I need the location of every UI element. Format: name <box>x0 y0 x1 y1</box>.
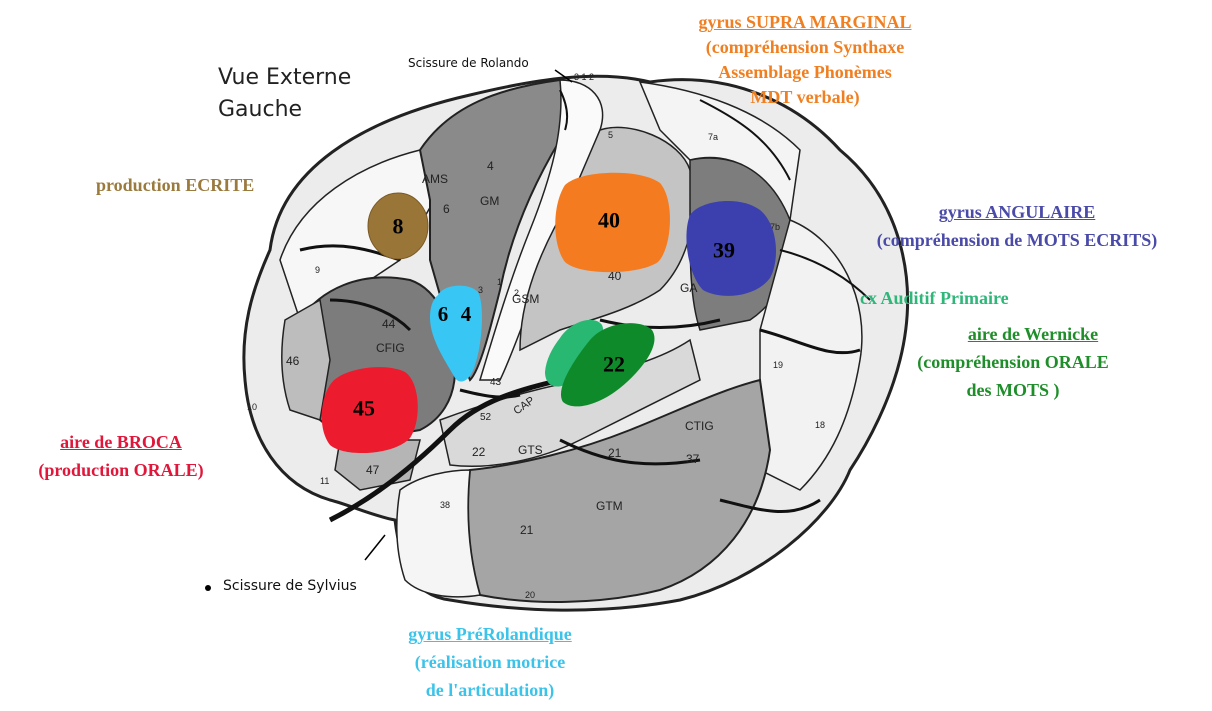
label-area-19: 19 <box>773 360 783 370</box>
label-area-47: 47 <box>366 463 380 477</box>
ecrite-annotation: production ECRITE <box>96 175 254 196</box>
label-area-21a: 21 <box>608 446 622 460</box>
label-area-2: 2 <box>514 288 519 298</box>
broca-line-1: (production ORALE) <box>6 456 236 484</box>
label-area-44: 44 <box>382 317 396 331</box>
area-39-number: 39 <box>713 238 735 263</box>
label-gtm: GTM <box>596 499 623 513</box>
prerolandique-line-1: (réalisation motrice <box>360 648 620 676</box>
supramarginal-line-1: (compréhension Synthaxe <box>640 35 970 60</box>
supramarginal-line-3: MDT verbale) <box>640 85 970 110</box>
prerolandique-title: gyrus PréRolandique <box>360 620 620 648</box>
prerolandique-line-2: de l'articulation) <box>360 676 620 704</box>
label-area-52: 52 <box>480 412 492 423</box>
auditif-annotation: cx Auditif Primaire <box>860 288 1009 309</box>
broca-title: aire de BROCA <box>6 428 236 456</box>
wernicke-title: aire de Wernicke <box>878 320 1148 348</box>
label-area-7a: 7a <box>708 132 718 142</box>
broca-annotation: aire de BROCA (production ORALE) <box>6 428 236 484</box>
label-area-22: 22 <box>472 445 486 459</box>
supramarginal-annotation: gyrus SUPRA MARGINAL (compréhension Synt… <box>640 10 970 110</box>
supramarginal-title: gyrus SUPRA MARGINAL <box>640 10 970 35</box>
label-ctig: CTIG <box>685 419 714 433</box>
label-area-43: 43 <box>490 377 502 388</box>
label-area-3: 3 <box>478 285 483 295</box>
wernicke-annotation: aire de Wernicke (compréhension ORALE de… <box>878 320 1148 404</box>
label-area-5: 5 <box>608 130 613 140</box>
area-8-number: 8 <box>393 214 404 239</box>
area-4-number: 4 <box>461 302 472 326</box>
label-gts: GTS <box>518 443 543 457</box>
area-6-number: 6 <box>438 302 449 326</box>
view-title-line-1: Vue Externe <box>218 62 351 94</box>
view-title-line-2: Gauche <box>218 94 351 126</box>
angulaire-title: gyrus ANGULAIRE <box>822 198 1212 226</box>
wernicke-line-1: (compréhension ORALE <box>878 348 1148 376</box>
area-22-number: 22 <box>603 352 625 377</box>
label-area-37: 37 <box>686 452 700 466</box>
wernicke-line-2: des MOTS ) <box>878 376 1148 404</box>
label-area-1: 1 <box>497 277 502 287</box>
label-area-46: 46 <box>286 354 300 368</box>
angulaire-annotation: gyrus ANGULAIRE (compréhension de MOTS E… <box>822 198 1212 254</box>
label-area-10: 10 <box>247 402 257 412</box>
angulaire-line-1: (compréhension de MOTS ECRITS) <box>822 226 1212 254</box>
rolando-label: Scissure de Rolando <box>408 56 529 70</box>
view-title: Vue Externe Gauche <box>218 62 351 126</box>
label-area-38: 38 <box>440 500 450 510</box>
label-area-6: 6 <box>443 202 450 216</box>
label-area-9: 9 <box>315 265 320 275</box>
label-area-4: 4 <box>487 159 494 173</box>
label-rolando-ticks: 3 1 2 <box>574 72 594 82</box>
label-cfig: CFIG <box>376 341 405 355</box>
label-ga: GA <box>680 281 697 295</box>
label-area-20: 20 <box>525 590 535 600</box>
label-area-11: 11 <box>320 476 329 486</box>
sylvius-label: Scissure de Sylvius <box>223 578 357 594</box>
prerolandique-annotation: gyrus PréRolandique (réalisation motrice… <box>360 620 620 704</box>
label-area-18: 18 <box>815 420 825 430</box>
area-45-number: 45 <box>353 396 375 421</box>
label-area-21b: 21 <box>520 523 534 537</box>
area-40-number: 40 <box>598 208 620 233</box>
supramarginal-line-2: Assemblage Phonèmes <box>640 60 970 85</box>
label-ams: AMS <box>422 172 448 186</box>
label-gm: GM <box>480 194 499 208</box>
